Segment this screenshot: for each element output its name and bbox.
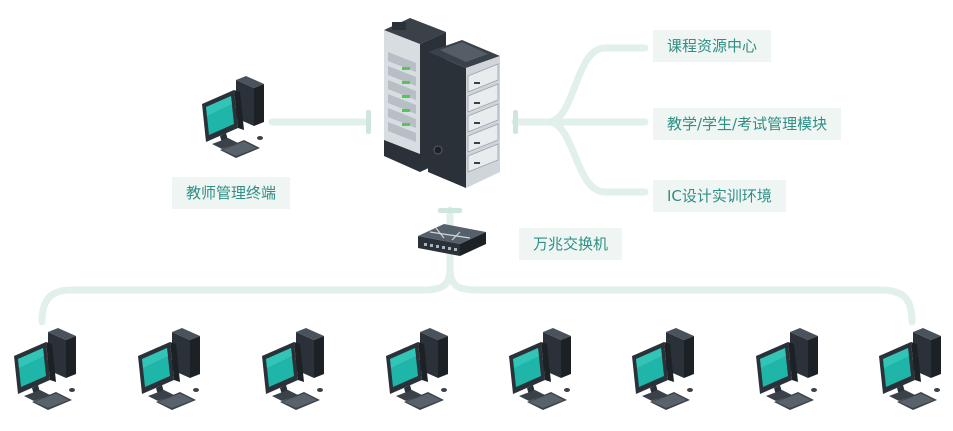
student-pc-icon <box>879 328 941 410</box>
connector-caps <box>366 110 518 213</box>
student-pc-icon <box>386 328 448 410</box>
student-pc-icon <box>509 328 571 410</box>
student-pc-icon <box>262 328 324 410</box>
switch-label: 万兆交换机 <box>519 228 623 260</box>
network-switch-icon <box>418 224 486 256</box>
ic-design-env-label: IC设计实训环境 <box>653 180 786 212</box>
student-pc-icon <box>138 328 200 410</box>
student-pc-icon <box>14 328 76 410</box>
teacher-pc-icon <box>202 76 264 158</box>
course-center-label: 课程资源中心 <box>653 30 772 62</box>
student-pc-icon <box>756 328 818 410</box>
student-pcs <box>14 328 941 410</box>
management-module-label: 教学/学生/考试管理模块 <box>653 108 842 140</box>
server-rack-icon <box>384 18 500 188</box>
student-pc-icon <box>632 328 694 410</box>
teacher-terminal-label: 教师管理终端 <box>172 177 291 209</box>
connector-lines <box>38 44 916 326</box>
